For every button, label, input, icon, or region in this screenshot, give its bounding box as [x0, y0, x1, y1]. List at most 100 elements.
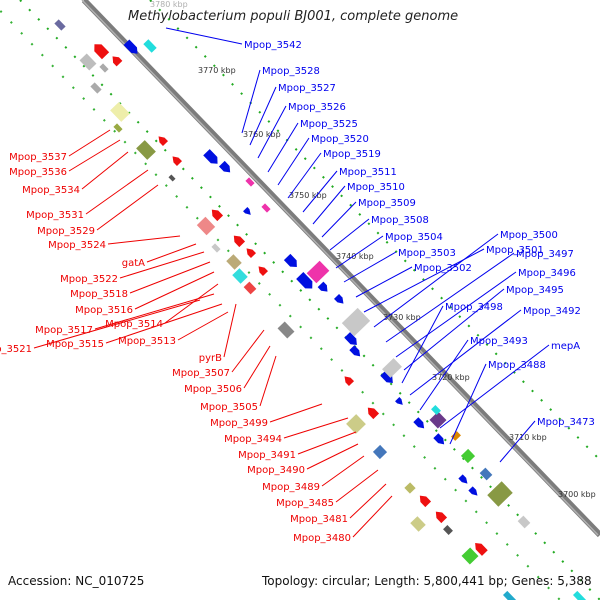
leader-line: [81, 151, 129, 190]
leader-line: [439, 344, 550, 429]
gene-label-reverse[interactable]: Mpop_3489: [262, 482, 320, 493]
gene-label-reverse[interactable]: Mpop_3480: [293, 533, 351, 544]
gene-label-reverse[interactable]: Mpop_3514: [105, 319, 163, 330]
gene-block: [461, 547, 479, 565]
gene-arrow: [344, 332, 357, 346]
gene-label-forward[interactable]: Mpop_3502: [414, 263, 472, 274]
leader-line: [329, 218, 370, 251]
gene-block: [502, 590, 518, 600]
gene-label-forward[interactable]: Mpop_3519: [323, 149, 381, 160]
gene-label-reverse[interactable]: Mpop_3518: [70, 289, 128, 300]
gene-block: [226, 254, 242, 270]
gene-label-reverse[interactable]: Mpop_3536: [9, 167, 67, 178]
gene-label-forward[interactable]: Mpop_3511: [339, 167, 397, 178]
gene-features: [54, 19, 588, 600]
gene-arrow: [211, 209, 224, 222]
gene-label-reverse[interactable]: Mpop_3534: [22, 185, 80, 196]
gene-label-reverse[interactable]: Mpop_3529: [37, 226, 95, 237]
gene-block: [431, 405, 441, 415]
gene-arrow: [218, 160, 231, 173]
gene-label-forward[interactable]: Mpop_3492: [523, 306, 581, 317]
leader-line: [277, 137, 310, 186]
gene-label-forward[interactable]: Mpop_3526: [288, 102, 346, 113]
kbp-tick-label: 3780 kbp: [150, 0, 188, 9]
gene-label-reverse[interactable]: pyrB: [199, 353, 222, 364]
gene-label-reverse[interactable]: gatA: [122, 258, 145, 269]
leader-line: [352, 495, 393, 538]
kbp-tick-label: 3760 kbp: [243, 130, 281, 139]
gene-label-forward[interactable]: Mpop_3473: [537, 417, 595, 428]
label-leaders: [33, 27, 550, 538]
gene-block: [243, 281, 257, 295]
gene-label-reverse[interactable]: Mpop_3507: [172, 368, 230, 379]
leader-line: [105, 303, 223, 344]
leader-line: [119, 251, 205, 279]
gene-label-forward[interactable]: Mpop_3503: [398, 248, 456, 259]
gene-label-reverse[interactable]: Mpop_3517: [35, 325, 93, 336]
gene-label-forward[interactable]: Mpop_3493: [470, 336, 528, 347]
gene-label-reverse[interactable]: Mpop_3505: [200, 402, 258, 413]
gene-label-forward[interactable]: Mpop_3525: [300, 119, 358, 130]
gene-label-forward[interactable]: Mpop_3497: [516, 249, 574, 260]
leader-line: [302, 170, 338, 213]
gene-label-forward[interactable]: Mpop_3488: [488, 360, 546, 371]
gene-label-forward[interactable]: mepA: [551, 341, 580, 352]
gene-label-reverse[interactable]: Mpop_3491: [238, 450, 296, 461]
leader-line: [164, 283, 219, 324]
gene-label-reverse[interactable]: Mpop_3515: [46, 339, 104, 350]
leader-line: [177, 311, 229, 341]
gene-label-forward[interactable]: Mpop_3500: [500, 230, 558, 241]
leader-line: [409, 309, 522, 396]
gene-label-forward[interactable]: Mpop_3527: [278, 83, 336, 94]
gene-block: [232, 268, 248, 284]
gene-label-reverse[interactable]: Mpop_3531: [26, 210, 84, 221]
gene-label-reverse[interactable]: Mpop_3513: [118, 336, 176, 347]
gene-label-forward[interactable]: Mpop_3496: [518, 268, 576, 279]
leader-line: [355, 266, 413, 298]
gene-label-forward[interactable]: Mpop_3501: [486, 245, 544, 256]
gene-label-forward[interactable]: Mpop_3528: [262, 66, 320, 77]
gene-label-reverse[interactable]: Mpop_3506: [184, 384, 242, 395]
gene-label-forward[interactable]: Mpop_3509: [358, 198, 416, 209]
gene-label-reverse[interactable]: Mpop_3524: [48, 240, 106, 251]
leader-line: [68, 129, 111, 157]
kbp-tick-label: 3730 kbp: [383, 313, 421, 322]
gene-label-reverse[interactable]: Mpop_3494: [224, 434, 282, 445]
gene-label-forward[interactable]: Mpop_3498: [445, 302, 503, 313]
gene-label-forward[interactable]: Mpop_3520: [311, 134, 369, 145]
gene-block: [451, 431, 461, 441]
gene-arrow: [233, 235, 246, 248]
gene-block: [54, 19, 66, 31]
leader-line: [129, 261, 211, 294]
gene-label-forward[interactable]: Mpop_3495: [506, 285, 564, 296]
gene-label-reverse[interactable]: Mpop_3521: [0, 344, 32, 355]
leader-line: [287, 152, 322, 199]
gene-arrow: [258, 266, 268, 277]
gene-label-forward[interactable]: Mpop_3508: [371, 215, 429, 226]
gene-block: [90, 82, 102, 94]
gene-label-reverse[interactable]: Mpop_3516: [75, 305, 133, 316]
gene-label-forward[interactable]: Mpop_3542: [244, 40, 302, 51]
leader-line: [403, 288, 505, 371]
gene-block: [245, 177, 255, 187]
gene-block: [113, 123, 123, 133]
gene-arrow: [468, 486, 478, 496]
leader-line: [249, 86, 277, 146]
leader-line: [499, 420, 536, 463]
gene-block: [143, 39, 157, 53]
leader-line: [373, 233, 499, 328]
gene-label-reverse[interactable]: Mpop_3499: [210, 418, 268, 429]
gene-block: [277, 321, 295, 339]
leader-line: [267, 122, 299, 173]
gene-label-forward[interactable]: Mpop_3504: [385, 232, 443, 243]
gene-label-reverse[interactable]: Mpop_3481: [290, 514, 348, 525]
gene-label-reverse[interactable]: Mpop_3522: [60, 274, 118, 285]
gene-label-forward[interactable]: Mpop_3510: [347, 182, 405, 193]
kbp-tick-label: 3750 kbp: [289, 191, 327, 200]
gene-label-reverse[interactable]: Mpop_3485: [276, 498, 334, 509]
gene-label-reverse[interactable]: Mpop_3490: [247, 465, 305, 476]
leader-line: [243, 345, 271, 389]
gene-block: [341, 307, 371, 337]
gene-label-reverse[interactable]: Mpop_3537: [9, 152, 67, 163]
